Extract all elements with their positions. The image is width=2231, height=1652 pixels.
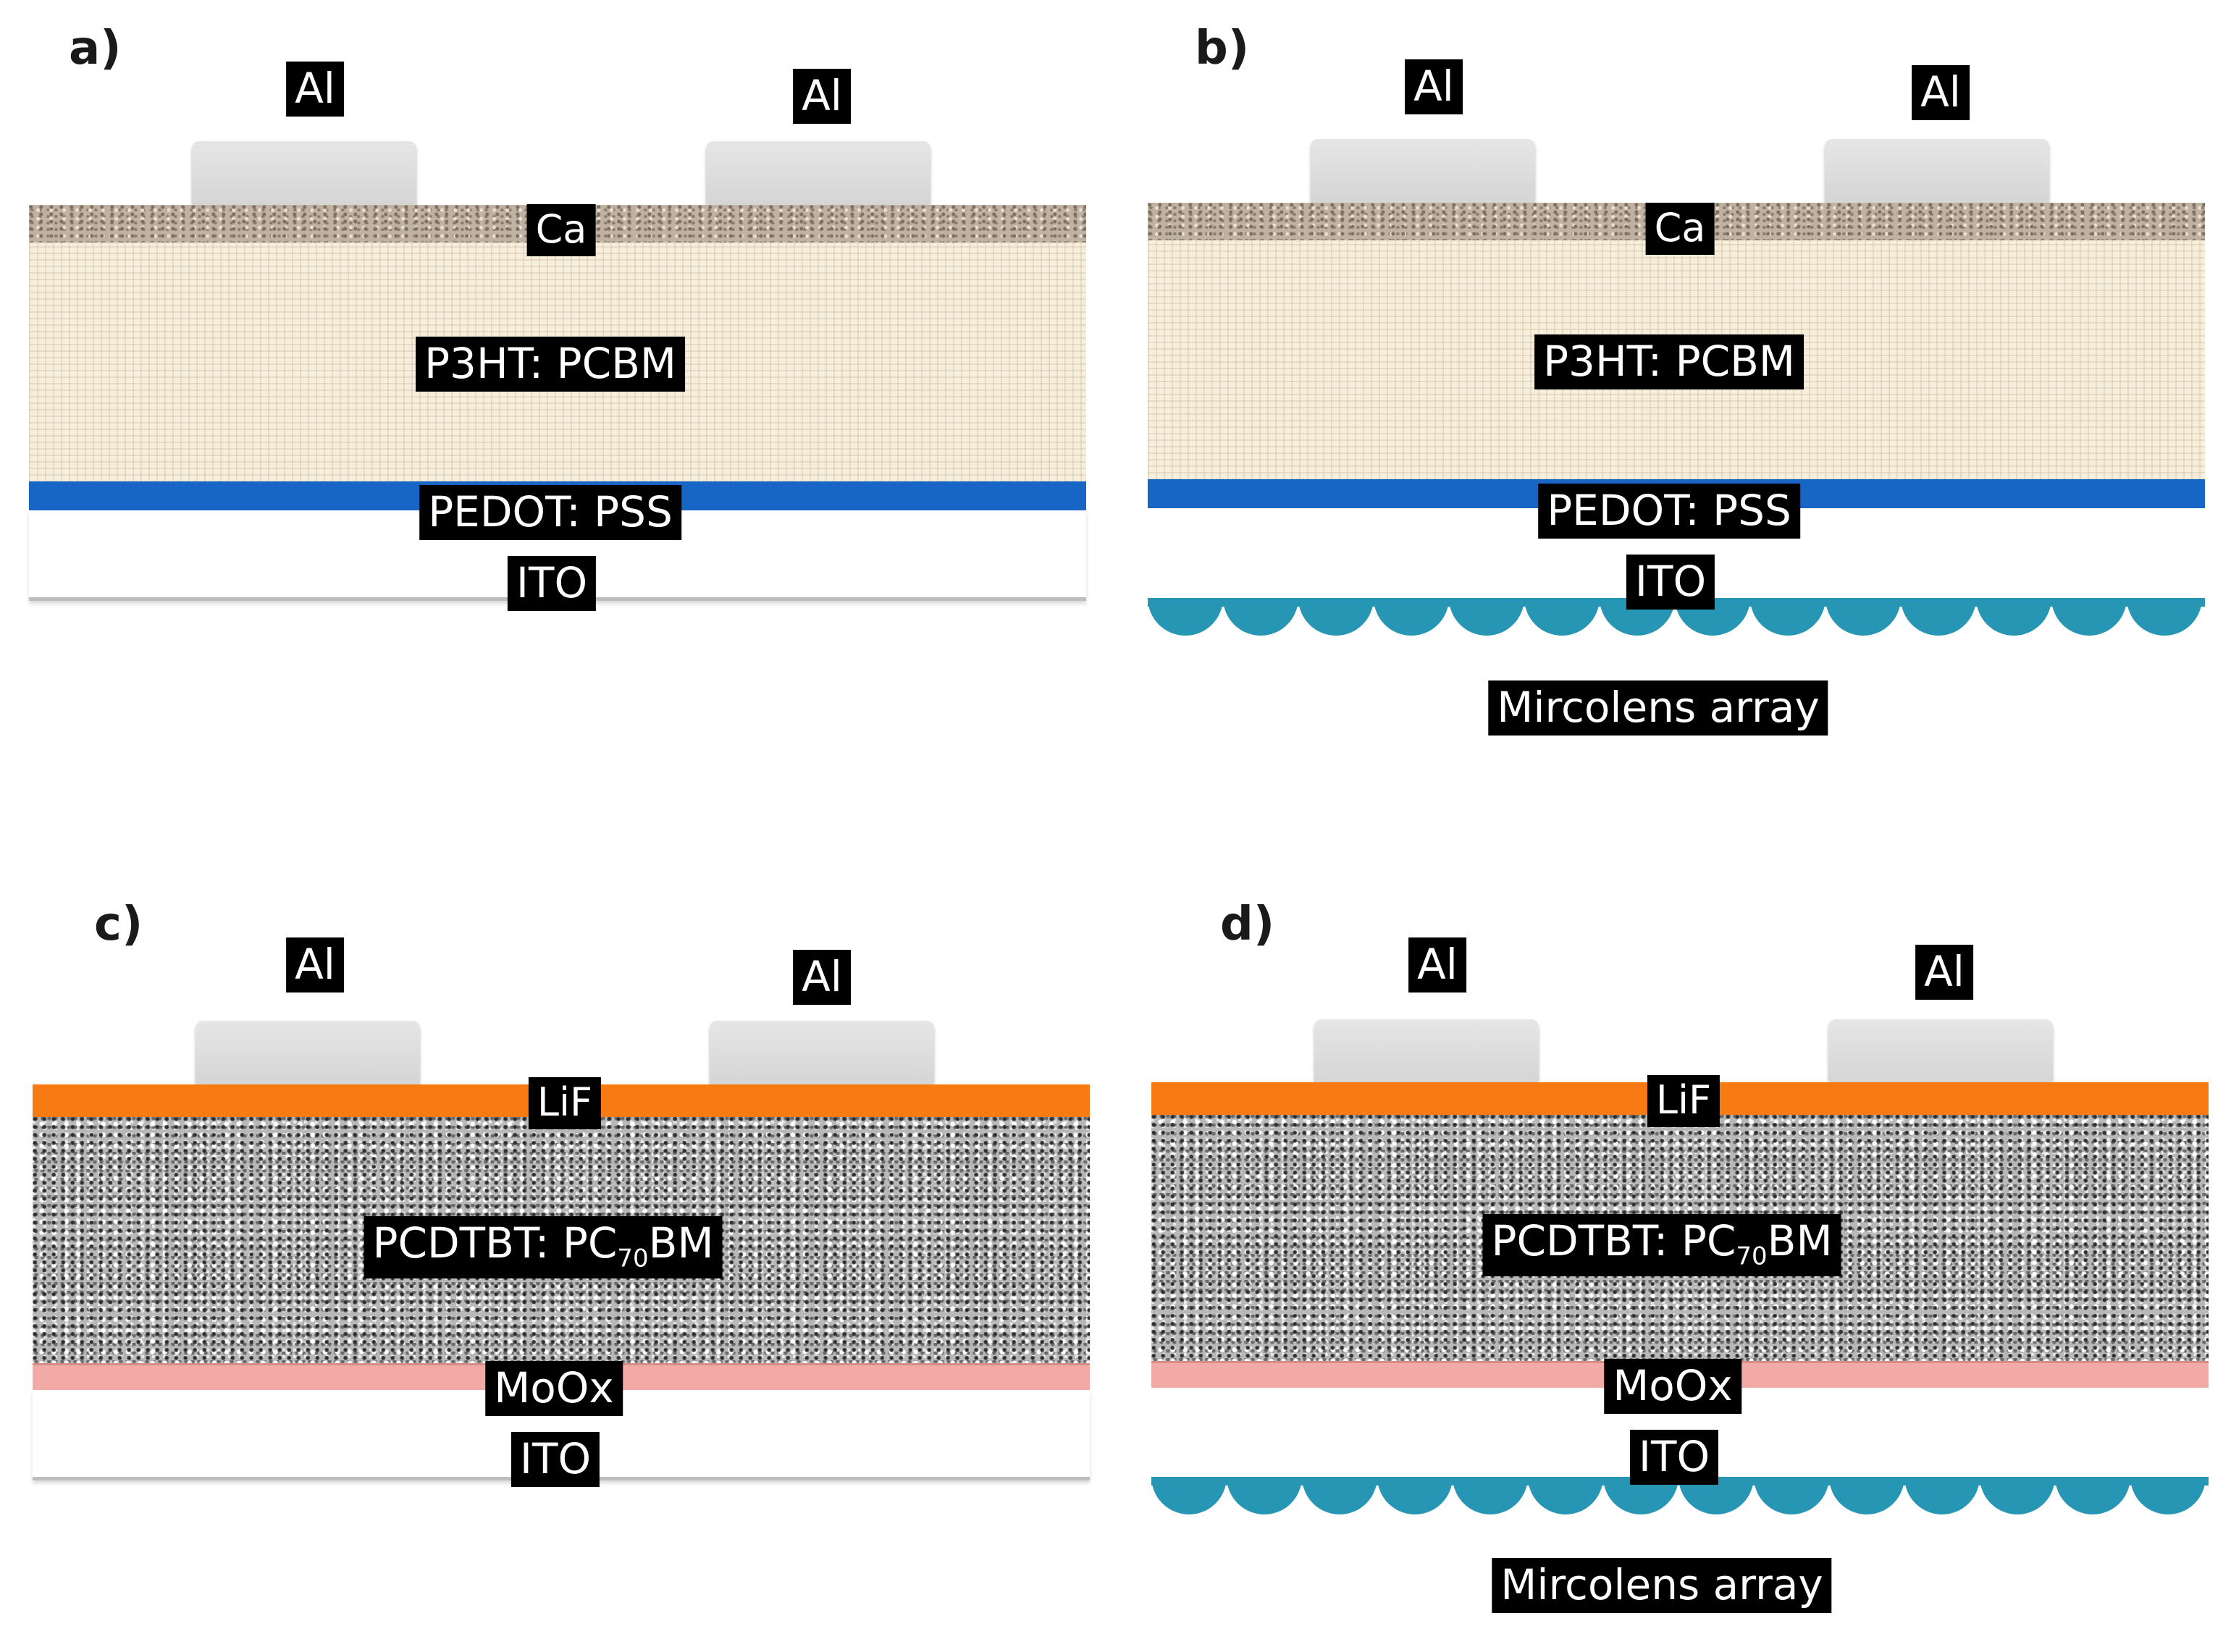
active-layer-label: P3HT: PCBM [1534,334,1804,389]
microlens [1750,598,1825,636]
al-label-left: Al [286,937,344,993]
microlens [1148,598,1223,636]
microlens [1528,1477,1603,1514]
microlens [1524,598,1600,636]
al-electrode-left [196,1021,420,1084]
microlens [1603,1477,1678,1514]
al-label-right: Al [1912,65,1970,120]
microlens-array [1148,598,2205,650]
al-label-right: Al [1915,945,1973,1000]
microlens-array-graphic [1148,598,2205,636]
al-electrode-left [192,141,416,205]
panel-label: d) [1220,898,1275,951]
al-label-right: Al [793,69,851,124]
ca-label: Ca [1645,203,1715,255]
active-layer-label: PCDTBT: PC70BM [364,1216,723,1278]
al-electrode-right [710,1021,934,1084]
al-electrode-right [1828,1019,2053,1083]
microlens [1227,1477,1302,1514]
microlens [1901,598,1976,636]
ito-label: ITO [507,556,597,611]
active-layer-label: P3HT: PCBM [416,337,685,392]
microlens [1976,598,2051,636]
microlens [1980,1477,2055,1514]
ito-label: ITO [511,1432,600,1487]
ito-label: ITO [1629,1430,1719,1485]
al-label-left: Al [1405,59,1463,114]
microlens [2130,1477,2206,1514]
microlens [2051,598,2127,636]
active-layer-label: PCDTBT: PC70BM [1482,1214,1841,1276]
al-label-left: Al [286,62,344,117]
microlens-array-label: Mircolens array [1488,680,1828,736]
panel-label: a) [69,22,122,75]
microlens [1377,1477,1453,1514]
panel-d: d) Al Al LiF [1151,898,2231,1622]
al-electrode-right [1825,139,2049,203]
microlens [2127,598,2202,636]
panel-b: b) Al Al Ca [1148,14,2231,738]
microlens [1453,1477,1528,1514]
active-layer-main: PCDTBT: PC [1491,1216,1736,1265]
microlens-array-graphic [1151,1477,2209,1514]
microlens [1825,598,1901,636]
moox-label: MoOx [485,1361,623,1416]
panel-label: c) [94,898,143,951]
ca-label: Ca [526,204,596,256]
pedot-pss-label: PEDOT: PSS [1538,484,1800,539]
microlens [1904,1477,1980,1514]
microlens-array [1151,1477,2209,1529]
moox-label: MoOx [1604,1359,1741,1414]
microlens [1829,1477,1904,1514]
microlens [1449,598,1524,636]
al-electrode-left [1314,1019,1539,1083]
microlens [1302,1477,1377,1514]
ito-label: ITO [1626,555,1715,610]
microlens [1754,1477,1829,1514]
microlens [1151,1477,1227,1514]
microlens-array-label: Mircolens array [1492,1558,1832,1613]
active-layer-tail: BM [1767,1216,1833,1265]
active-layer-tail: BM [648,1218,714,1268]
microlens [2055,1477,2130,1514]
al-label-right: Al [793,950,851,1005]
al-label-left: Al [1408,937,1466,993]
al-electrode-right [706,141,930,205]
microlens [1223,598,1298,636]
active-layer-subscript: 70 [617,1244,649,1273]
active-layer-subscript: 70 [1736,1242,1768,1271]
lif-label: LiF [528,1077,602,1129]
panel-label: b) [1195,22,1250,75]
pedot-pss-label: PEDOT: PSS [419,485,681,540]
microlens [1298,598,1374,636]
panel-c: c) Al Al LiF PCDTBT: PC70BM MoOx ITO [33,898,1119,1622]
microlens [1374,598,1449,636]
panel-a: a) Al Al Ca P3HT: PCBM PEDOT: PSS ITO [29,14,1115,738]
microlens [1678,1477,1754,1514]
active-layer-main: PCDTBT: PC [372,1218,618,1268]
lif-label: LiF [1647,1075,1720,1127]
p3ht-pcbm-layer [29,243,1086,489]
al-electrode-left [1311,139,1535,203]
